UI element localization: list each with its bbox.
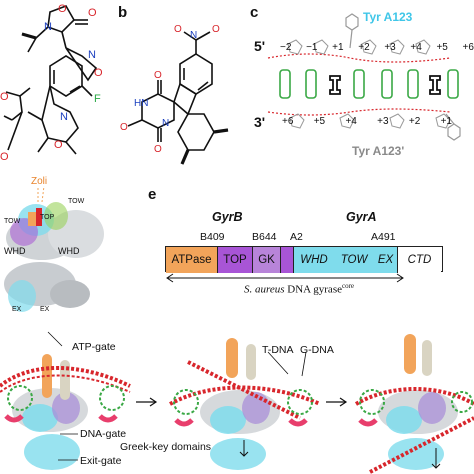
g-dna-label: G-DNA	[300, 344, 334, 356]
tyr-a123-top-label: Tyr A123	[363, 10, 413, 24]
svg-text:O: O	[154, 70, 162, 81]
gyra-title: GyrA	[346, 210, 377, 224]
top-position-row: −2 −1 +1 +2 +3 +4 +5 +6	[280, 42, 474, 53]
svg-text:N: N	[162, 118, 169, 129]
svg-text:O: O	[94, 67, 103, 79]
caption-superscript: core	[341, 282, 355, 290]
dna-gate-label: DNA-gate	[80, 428, 127, 440]
state-3	[354, 334, 474, 474]
ex-label-right: EX	[40, 306, 50, 313]
tyr-a123-bottom-label: Tyr A123'	[352, 144, 405, 158]
tow-label-left: TOW	[4, 218, 21, 225]
five-prime-label: 5'	[254, 38, 266, 54]
ex-label-left: EX	[12, 306, 22, 313]
domain-tow: TOW	[334, 247, 374, 273]
position-label: +1	[440, 116, 452, 127]
svg-text:O: O	[54, 139, 63, 151]
position-label: +4	[345, 116, 357, 127]
svg-text:HN: HN	[134, 98, 148, 109]
residue-a2: A2	[290, 231, 303, 243]
svg-text:O: O	[212, 24, 220, 35]
panel-e-label: e	[148, 186, 157, 203]
position-label: +5	[313, 116, 326, 127]
panel-c-label: c	[250, 4, 259, 21]
svg-text:N: N	[88, 49, 96, 61]
exit-gate-label: Exit-gate	[80, 455, 122, 467]
position-label: +6	[462, 42, 474, 53]
residue-b409: B409	[200, 231, 225, 243]
position-label: −1	[306, 42, 318, 53]
caption-text: DNA gyrase	[284, 283, 342, 296]
panel-d-gyrase-structure	[4, 185, 104, 312]
state-2	[169, 338, 321, 470]
svg-text:N: N	[190, 30, 197, 41]
domain-ctd: CTD	[398, 247, 441, 273]
caption-species: S. aureus	[244, 283, 285, 296]
zoli-label: Zoli	[31, 176, 48, 187]
whd-label-right: WHD	[58, 246, 80, 256]
domain-gk: GK	[253, 247, 281, 273]
svg-text:O: O	[120, 122, 128, 133]
domain-ex: EX	[374, 247, 398, 273]
position-label: +1	[332, 42, 344, 53]
panel-f-cycle	[0, 331, 474, 474]
top-label: TOP	[40, 214, 55, 221]
svg-text:O: O	[58, 3, 67, 15]
svg-text:O: O	[174, 24, 182, 35]
panel-b-structure: N O O O O O HN N	[120, 24, 229, 165]
three-prime-label: 3'	[254, 114, 266, 130]
gyrb-title: GyrB	[212, 210, 243, 224]
domain-gyrb-tail	[281, 247, 294, 273]
svg-text:O: O	[0, 91, 9, 103]
svg-text:O: O	[0, 151, 9, 163]
greek-key-label: Greek-key domains	[120, 441, 212, 453]
svg-text:O: O	[154, 144, 162, 155]
position-label: +2	[358, 42, 370, 53]
domain-top: TOP	[218, 247, 253, 273]
whd-label-left: WHD	[4, 246, 26, 256]
svg-text:N: N	[60, 111, 68, 123]
domain-whd: WHD	[294, 247, 334, 273]
state-1	[0, 331, 131, 470]
position-label: +4	[410, 42, 422, 53]
svg-text:F: F	[94, 93, 101, 105]
bottom-position-row: +6 +5 +4 +3 +2 +1	[282, 116, 452, 127]
svg-text:O: O	[88, 7, 97, 19]
position-label: +5	[436, 42, 448, 53]
domain-bar: ATPase TOP GK WHD TOW EX CTD	[165, 246, 443, 273]
domain-atpase: ATPase	[166, 247, 218, 273]
tow-label-right: TOW	[68, 198, 85, 205]
gyrase-core-bracket	[166, 273, 404, 283]
residue-b644: B644	[252, 231, 277, 243]
panel-a-structure: N O O N O F N O O O	[0, 3, 103, 163]
svg-text:N: N	[44, 21, 52, 33]
t-dna-label: T-DNA	[262, 344, 294, 356]
atp-gate-label: ATP-gate	[72, 341, 116, 353]
position-label: +6	[282, 116, 294, 127]
position-label: −2	[280, 42, 292, 53]
panel-c-dna-cleavage	[267, 13, 461, 141]
residue-a491: A491	[371, 231, 396, 243]
panel-b-label: b	[118, 4, 128, 21]
position-label: +3	[384, 42, 396, 53]
position-label: +3	[377, 116, 389, 127]
gyrase-core-caption: S. aureus DNA gyrasecore	[244, 282, 354, 296]
position-label: +2	[408, 116, 421, 127]
